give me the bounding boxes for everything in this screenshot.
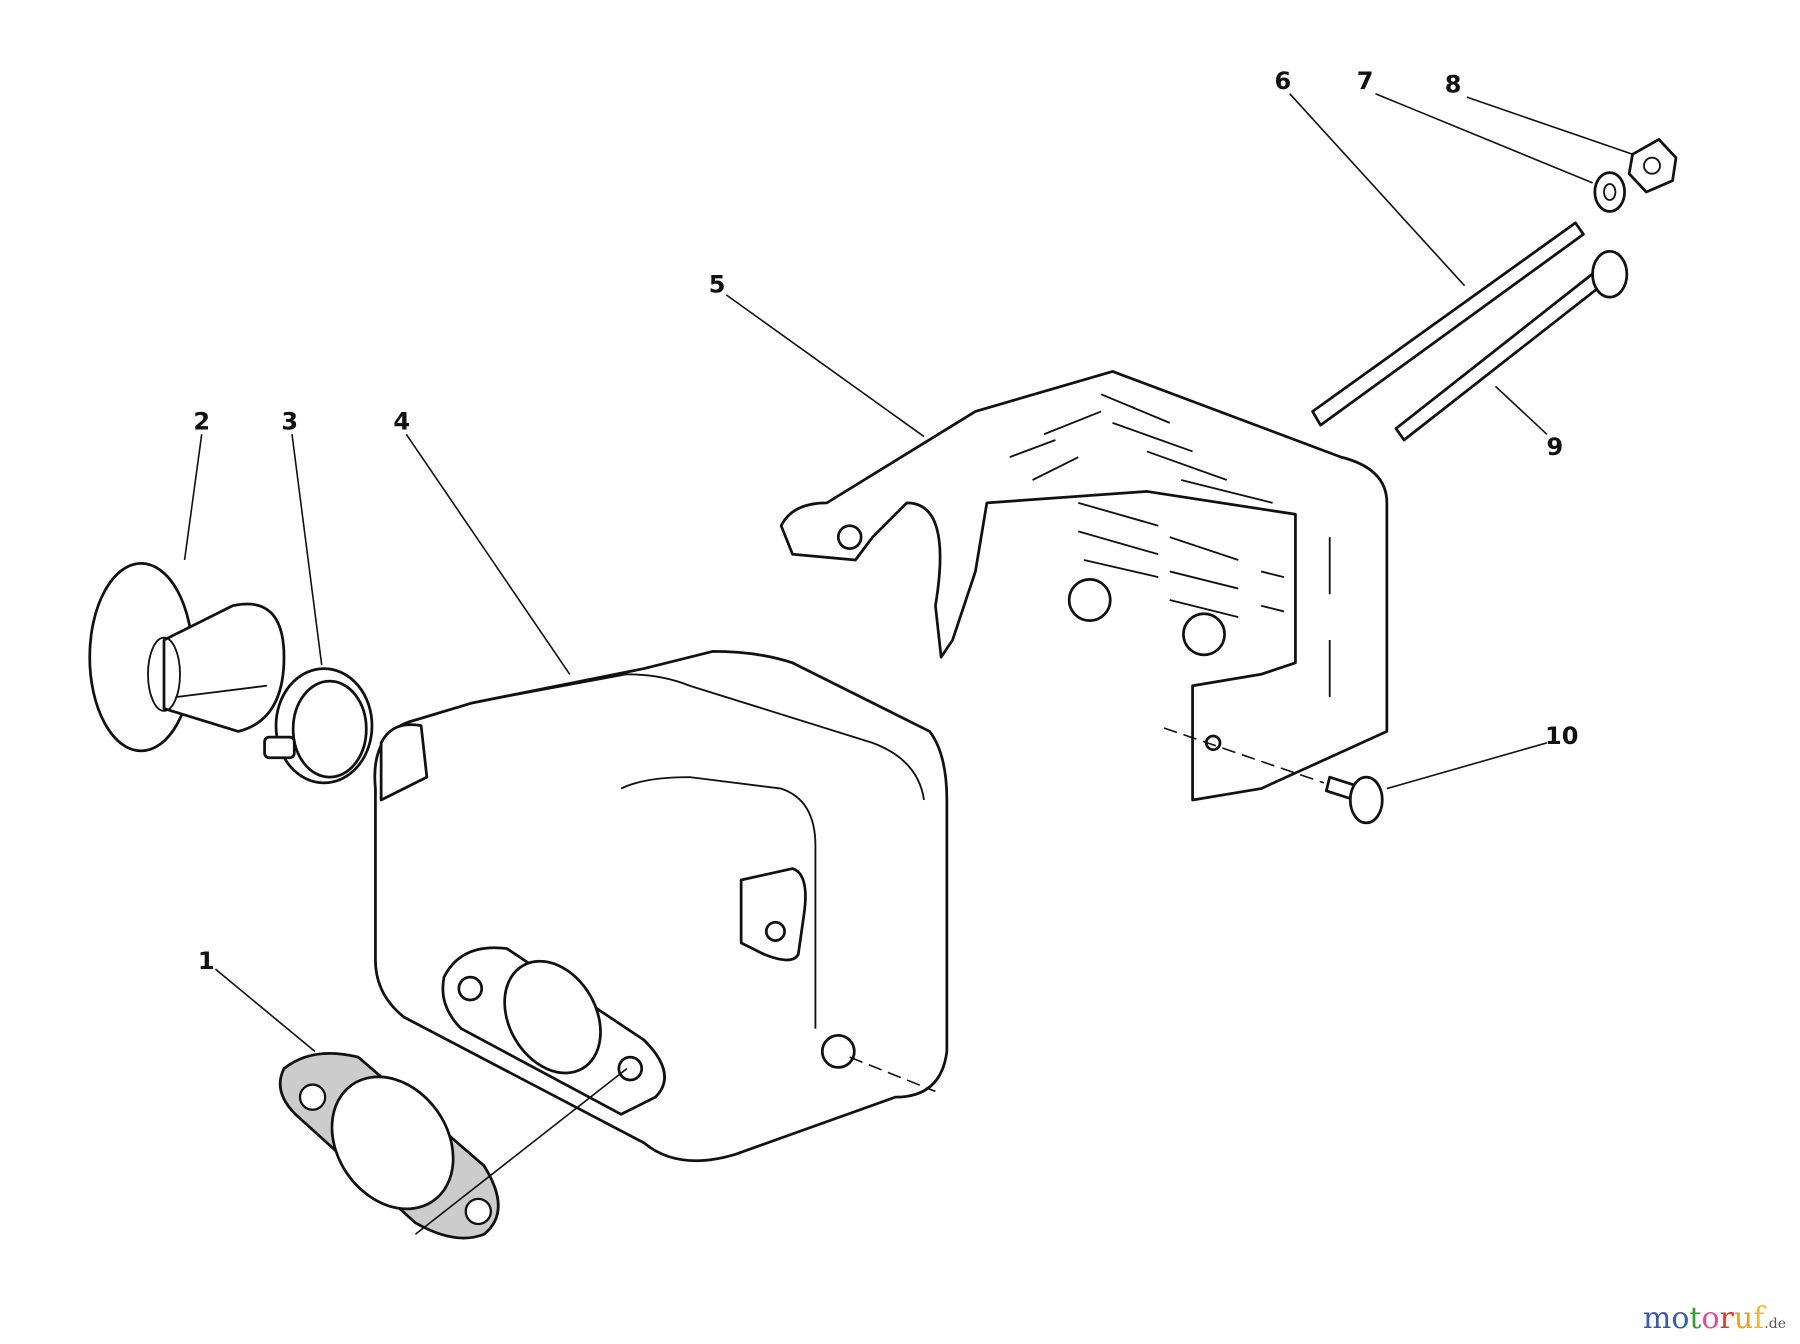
part-screw: [1324, 775, 1384, 825]
callout-9: 9: [1547, 433, 1564, 461]
part-nut: [1627, 138, 1678, 194]
part-muffler: [373, 650, 949, 1163]
watermark-suffix: .de: [1764, 1316, 1786, 1332]
callout-3: 3: [281, 408, 298, 436]
watermark-letter: t: [1689, 1301, 1702, 1336]
callout-6: 6: [1275, 67, 1292, 95]
callout-4: 4: [393, 408, 410, 436]
callout-10: 10: [1545, 722, 1578, 750]
part-deflector: [88, 562, 286, 753]
part-stud: [1311, 221, 1585, 427]
watermark-letter: f: [1753, 1301, 1765, 1336]
leader-lines: [183, 92, 1633, 1235]
callout-5: 5: [709, 271, 726, 299]
callout-7: 7: [1357, 67, 1374, 95]
watermark-letter: m: [1642, 1301, 1672, 1336]
watermark-letter: o: [1671, 1301, 1690, 1336]
callout-1: 1: [198, 947, 215, 975]
watermark-logo: motoruf.de: [1643, 1301, 1786, 1336]
watermark-letter: o: [1701, 1301, 1720, 1336]
callout-2: 2: [193, 408, 210, 436]
part-muffler-guard: [779, 370, 1389, 802]
part-hose-clamp: [263, 667, 374, 785]
part-gasket: [278, 1051, 500, 1240]
watermark-letter: r: [1719, 1301, 1734, 1336]
part-bolt: [1394, 250, 1629, 442]
callout-8: 8: [1445, 71, 1462, 99]
watermark-letter: u: [1733, 1301, 1754, 1336]
part-lock-washer: [1593, 171, 1626, 213]
